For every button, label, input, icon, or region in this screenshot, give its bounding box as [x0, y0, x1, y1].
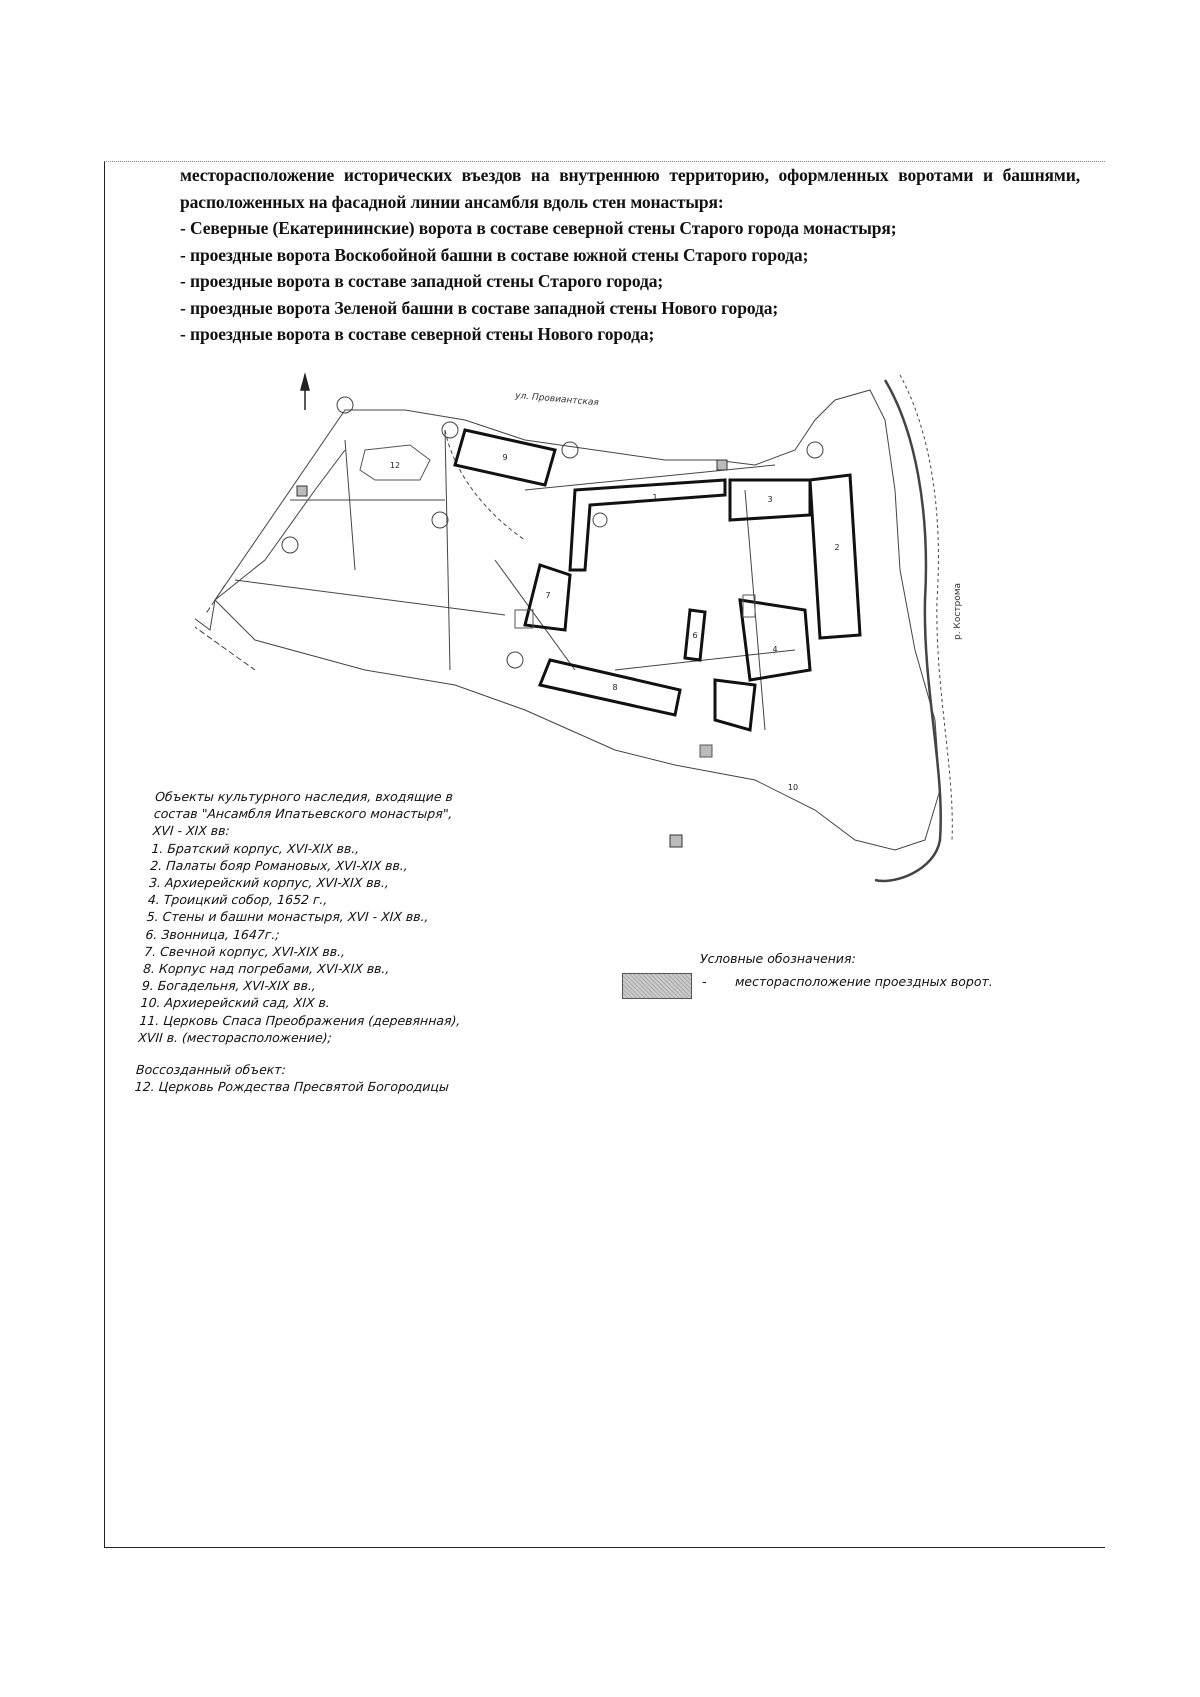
site-boundary	[195, 389, 941, 851]
legend-heading: состав "Ансамбля Ипатьевского монастыря"…	[153, 806, 454, 822]
street-label: ул. Провиантская	[514, 391, 600, 408]
gate-item: - проездные ворота Воскобойной башни в с…	[180, 244, 809, 265]
gate-item: - проездные ворота Зеленой башни в соста…	[180, 297, 779, 318]
legend-item: 1. Братский корпус, XVI-XIX вв.,	[151, 840, 360, 856]
building-2	[808, 473, 862, 640]
building-10	[713, 678, 757, 732]
building-8	[537, 658, 682, 717]
legend-item: XVII в. (месторасположение);	[137, 1029, 333, 1045]
gate-item: - проездные ворота в составе западной ст…	[180, 271, 664, 291]
label-4: 4	[772, 645, 777, 654]
label-8: 8	[612, 683, 617, 692]
label-9: 9	[502, 453, 507, 462]
river-bank	[874, 379, 942, 883]
legend-heading: XVI - XIX вв:	[152, 823, 231, 839]
legend: Объекты культурного наследия, входящие в…	[134, 788, 575, 1095]
north-arrow-icon	[300, 372, 310, 410]
gate-swatch-icon	[622, 973, 692, 999]
monastery-site-plan: 1 2 3 4 6 7 8 9 10 12 ул. Провиантская р…	[195, 372, 963, 883]
label-1: 1	[652, 493, 657, 502]
building-12	[359, 444, 431, 481]
building-9	[453, 428, 557, 487]
intro-text: месторасположение исторических въездов н…	[180, 162, 1080, 348]
label-2: 2	[834, 543, 839, 552]
legend-item: 4. Троицкий собор, 1652 г.,	[147, 892, 329, 908]
intro-paragraph: месторасположение исторических въездов н…	[180, 165, 1080, 212]
legend-item: 7. Свечной корпус, XVI-XIX вв.,	[143, 943, 346, 959]
building-3	[728, 478, 812, 522]
legend-item: 5. Стены и башни монастыря, XVI - XIX вв…	[146, 909, 430, 925]
key-description: месторасположение проездных ворот.	[735, 974, 993, 989]
gate-item: - Северные (Екатерининские) ворота в сос…	[180, 218, 897, 238]
recreated-heading: Воссозданный объект:	[135, 1062, 287, 1078]
label-6: 6	[692, 631, 697, 640]
key-dash: -	[702, 974, 707, 989]
building-7	[523, 563, 572, 632]
gate-item: - проездные ворота в составе северной ст…	[180, 324, 655, 344]
label-7: 7	[545, 591, 550, 600]
legend-item: 6. Звонница, 1647г.;	[145, 926, 281, 942]
building-6	[683, 608, 707, 662]
legend-item: 3. Архиерейский корпус, XVI-XIX вв.,	[148, 875, 390, 891]
label-10: 10	[788, 783, 798, 792]
label-3: 3	[767, 495, 772, 504]
legend-item: 9. Богадельня, XVI-XIX вв.,	[141, 978, 317, 994]
building-4	[738, 598, 812, 682]
legend-heading: Объекты культурного наследия, входящие в	[154, 789, 454, 804]
recreated-item: 12. Церковь Рождества Пресвятой Богороди…	[134, 1079, 450, 1095]
legend-item: 8. Корпус над погребами, XVI-XIX вв.,	[142, 961, 391, 977]
river-label: р. Кострома	[953, 583, 963, 640]
label-12: 12	[390, 461, 400, 470]
legend-item: 10. Архиерейский сад, XIX в.	[140, 995, 331, 1011]
legend-item: 11. Церковь Спаса Преображения (деревянн…	[138, 1012, 462, 1028]
page-frame	[104, 161, 1105, 1548]
key-title: Условные обозначения:	[700, 951, 856, 966]
legend-item: 2. Палаты бояр Романовых, XVI-XIX вв.,	[149, 857, 409, 873]
building-1	[568, 478, 727, 572]
